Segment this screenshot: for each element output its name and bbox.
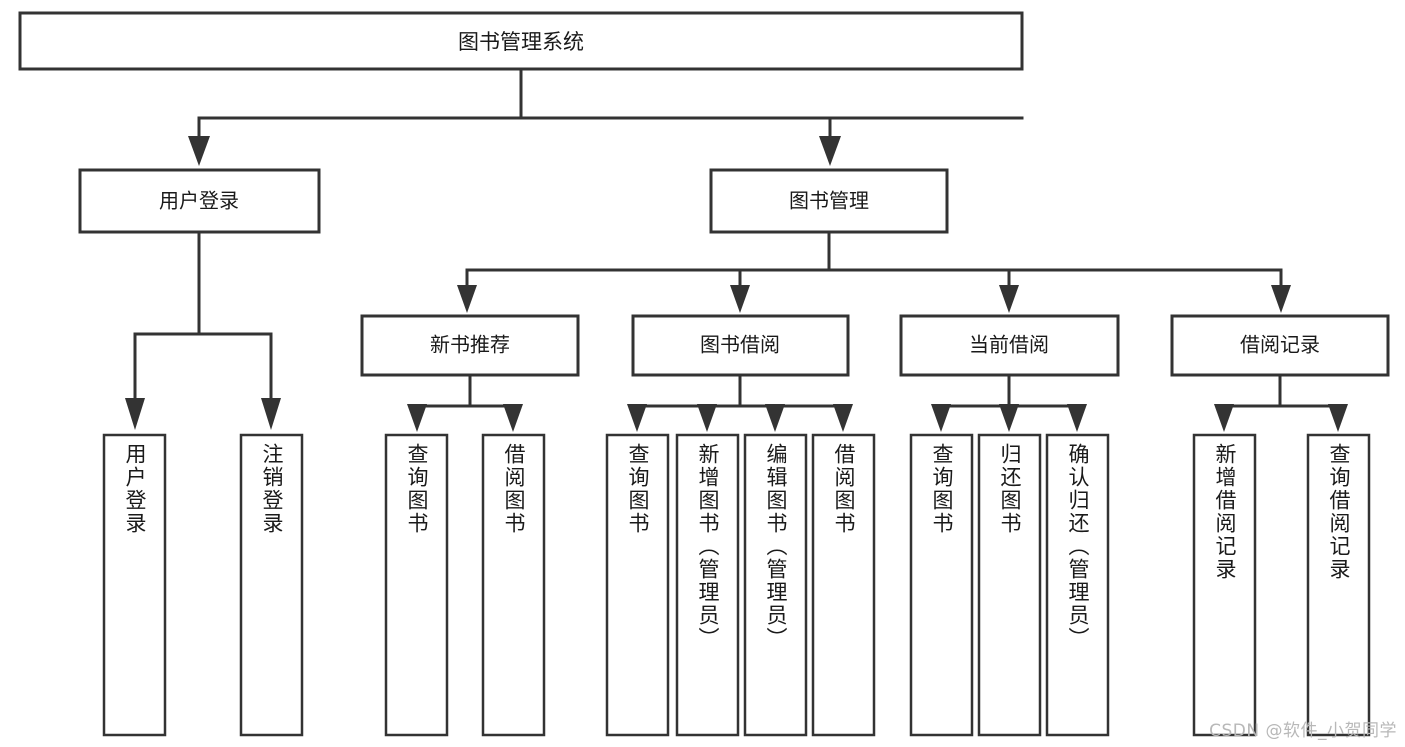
node-book-manage[interactable]: 图书管理 <box>709 168 949 234</box>
arrow-head-leaf-user-login-1 <box>125 398 145 430</box>
arrow-head-leaf-new-book-1 <box>407 404 427 432</box>
arrow-head-book-borrow <box>730 285 750 313</box>
arrow-head-leaf-book-borrow-2 <box>697 404 717 432</box>
arrow-head-leaf-borrow-record-2 <box>1328 404 1348 432</box>
leaf-box-book-borrow-4[interactable] <box>811 433 876 737</box>
arrow-head-leaf-user-login-2 <box>261 398 281 430</box>
borrow-record-box[interactable] <box>1170 314 1390 377</box>
book-borrow-box[interactable] <box>631 314 850 377</box>
book-manage-label: 图书管理 <box>789 189 869 213</box>
connector-borrow-record-to-leaves <box>1214 373 1348 432</box>
leaf-box-current-borrow-3[interactable] <box>1045 433 1110 737</box>
root-label: 图书管理系统 <box>458 30 584 54</box>
connector-new-book-to-leaves <box>407 373 523 432</box>
new-book-recommend-label: 新书推荐 <box>430 333 510 357</box>
arrow-head-leaf-book-borrow-4 <box>833 404 853 432</box>
node-user-login[interactable]: 用户登录 <box>78 168 321 234</box>
node-root[interactable]: 图书管理系统 <box>18 11 1024 71</box>
connector-root-to-level2 <box>188 67 1024 166</box>
borrow-record-label: 借阅记录 <box>1240 333 1320 357</box>
current-borrow-box[interactable] <box>899 314 1120 377</box>
root-box[interactable] <box>18 11 1024 71</box>
arrow-head-current-borrow <box>999 285 1019 313</box>
leaf-box-new-book-2[interactable] <box>481 433 546 737</box>
arrow-head-leaf-book-borrow-1 <box>627 404 647 432</box>
arrow-head-user-login <box>188 136 210 166</box>
new-book-recommend-box[interactable] <box>360 314 580 377</box>
leaf-box-new-book-1[interactable] <box>384 433 449 737</box>
leaf-box-borrow-record-1[interactable] <box>1192 433 1257 737</box>
leaf-box-borrow-record-2[interactable] <box>1306 433 1371 737</box>
node-borrow-record[interactable]: 借阅记录 <box>1170 314 1390 377</box>
connector-book-manage-to-level3 <box>457 230 1291 313</box>
arrow-head-leaf-current-borrow-1 <box>931 404 951 432</box>
leaf-box-book-borrow-1[interactable] <box>605 433 670 737</box>
arrow-head-borrow-record <box>1271 285 1291 313</box>
csdn-watermark: CSDN @软件_小贺同学 <box>1209 721 1397 741</box>
arrow-head-leaf-current-borrow-3 <box>1067 404 1087 432</box>
current-borrow-label: 当前借阅 <box>969 333 1049 357</box>
leaf-box-current-borrow-1[interactable] <box>909 433 974 737</box>
arrow-head-leaf-new-book-2 <box>503 404 523 432</box>
node-book-borrow[interactable]: 图书借阅 <box>631 314 850 377</box>
book-borrow-label: 图书借阅 <box>700 333 780 357</box>
connector-current-borrow-to-leaves <box>931 373 1087 432</box>
connector-user-login-to-leaves <box>125 230 281 430</box>
arrow-head-leaf-borrow-record-1 <box>1214 404 1234 432</box>
book-manage-box[interactable] <box>709 168 949 234</box>
leaf-box-book-borrow-3[interactable] <box>743 433 808 737</box>
leaf-box-user-login-1[interactable] <box>102 433 167 737</box>
leaf-box-user-login-2[interactable] <box>239 433 304 737</box>
leaf-box-book-borrow-2[interactable] <box>675 433 740 737</box>
arrow-head-leaf-current-borrow-2 <box>999 404 1019 432</box>
connector-book-borrow-to-leaves <box>627 373 853 432</box>
arrow-head-book-manage <box>819 136 841 166</box>
arrow-head-leaf-book-borrow-3 <box>765 404 785 432</box>
node-current-borrow[interactable]: 当前借阅 <box>899 314 1120 377</box>
leaf-box-current-borrow-2[interactable] <box>977 433 1042 737</box>
arrow-head-new-book <box>457 285 477 313</box>
node-new-book-recommend[interactable]: 新书推荐 <box>360 314 580 377</box>
user-login-label: 用户登录 <box>159 189 239 213</box>
